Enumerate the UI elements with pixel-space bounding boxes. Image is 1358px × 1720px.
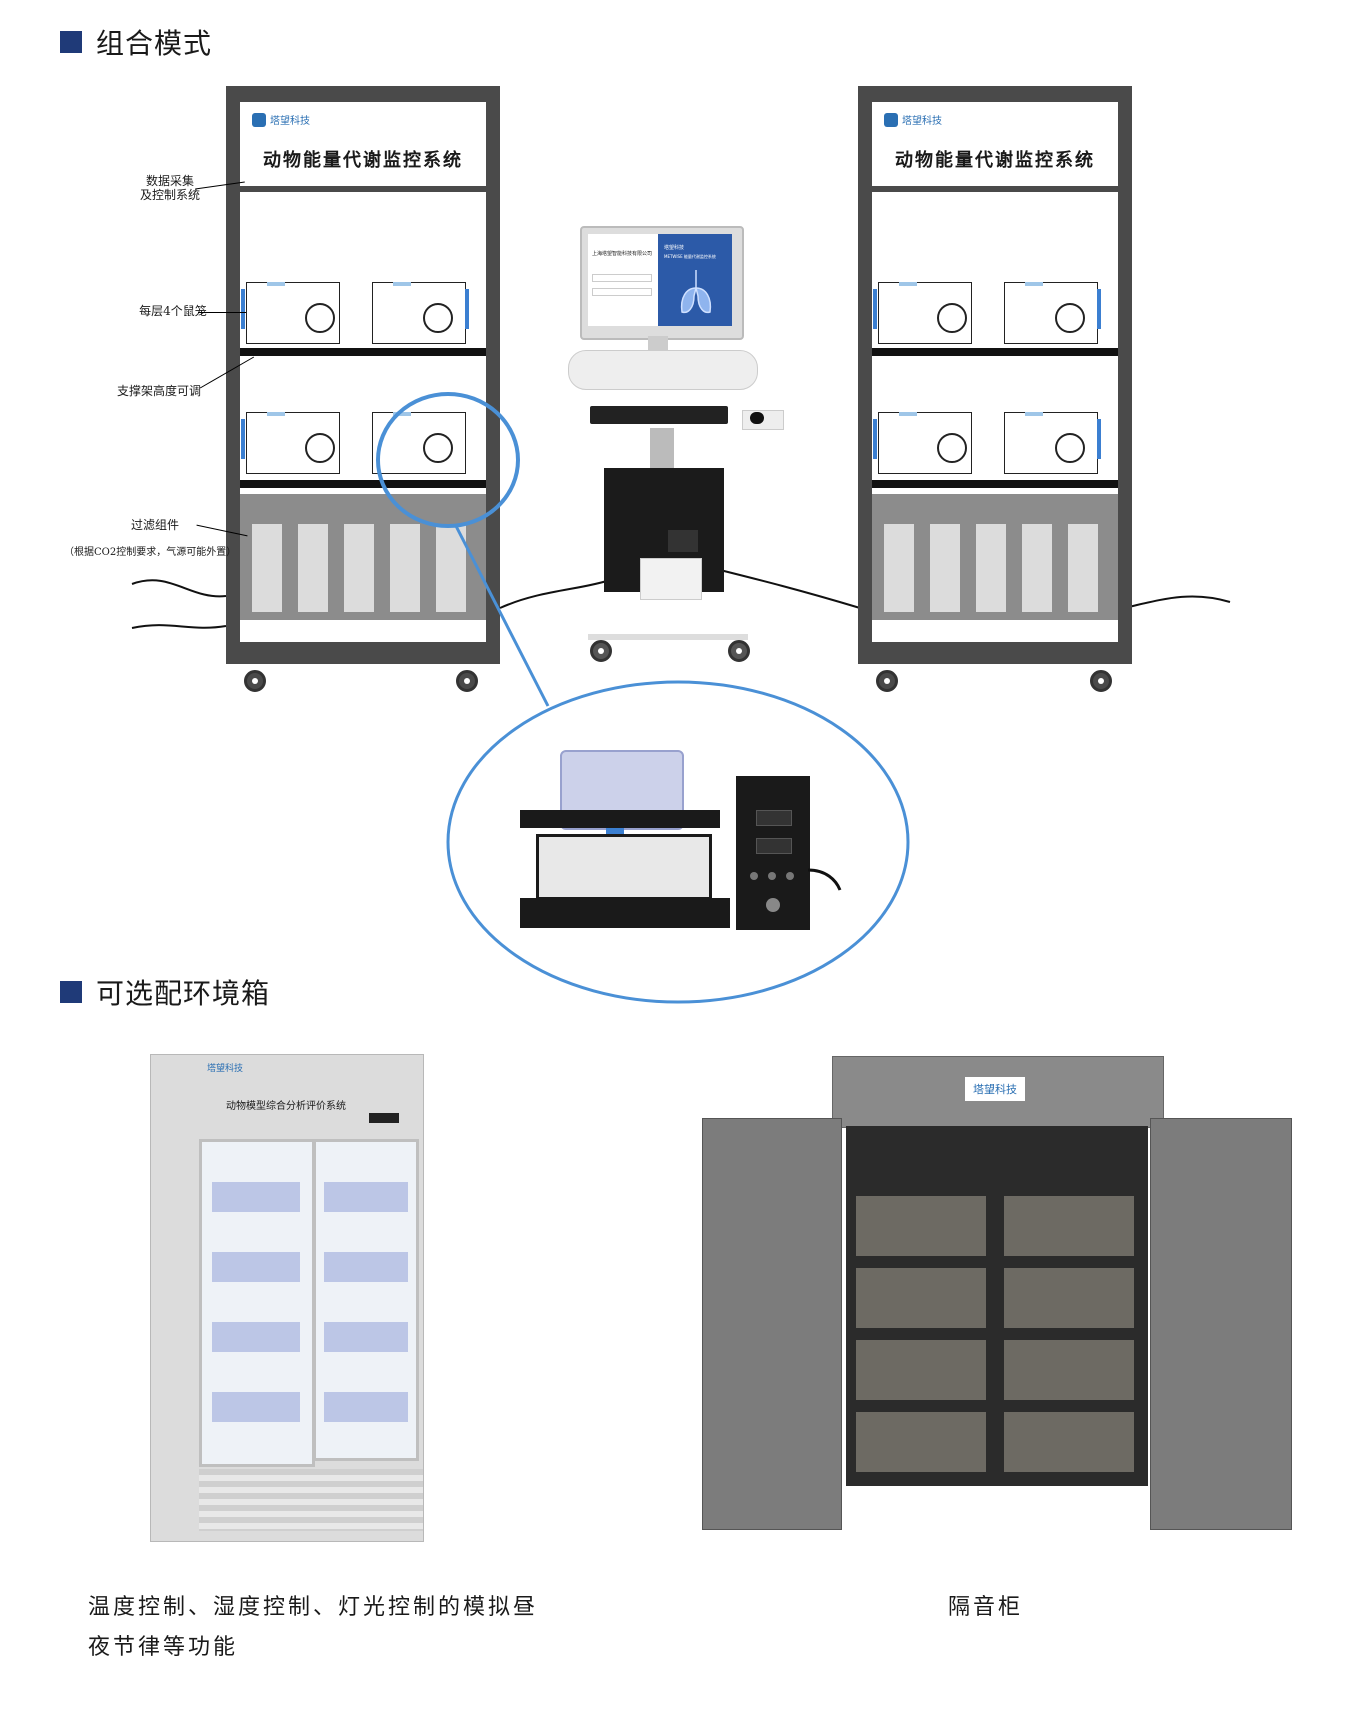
cage bbox=[1004, 282, 1101, 344]
knob-icon bbox=[750, 872, 758, 880]
cage bbox=[241, 412, 340, 474]
cage-frame-top bbox=[520, 810, 720, 828]
knob-icon bbox=[786, 872, 794, 880]
monitor-splash: 塔望科技 METWISE 能量代谢监控系统 bbox=[658, 234, 732, 326]
zoom-callout bbox=[376, 392, 910, 1004]
cabinet-left-interior: 塔望科技 动物能量代谢监控系统 bbox=[240, 102, 486, 642]
annotation-daq-line1: 数据采集 bbox=[145, 174, 194, 188]
logo-icon bbox=[884, 112, 898, 127]
cabinet-logo: 塔望科技 bbox=[884, 112, 942, 127]
logo-text: 塔望科技 bbox=[902, 116, 942, 127]
mouse bbox=[750, 412, 764, 424]
annotation-filter: 过滤组件 bbox=[130, 518, 179, 532]
zoomed-cage-unit bbox=[520, 750, 730, 936]
leader-line bbox=[198, 312, 246, 313]
wheel bbox=[1090, 670, 1112, 692]
controller-box bbox=[736, 776, 810, 930]
cart-base bbox=[588, 600, 748, 640]
cabinet-left: 塔望科技 动物能量代谢监控系统 bbox=[226, 86, 500, 664]
monitor-field bbox=[592, 274, 652, 282]
cabinet-title: 动物能量代谢监控系统 bbox=[895, 150, 1095, 171]
controller-cable bbox=[807, 868, 842, 891]
wheel bbox=[456, 670, 478, 692]
section-title-combo: 组合模式 bbox=[60, 22, 212, 62]
monitor-stand bbox=[648, 336, 668, 350]
annotation-support: 支撑架高度可调 bbox=[116, 384, 201, 398]
fridge-door-left bbox=[199, 1139, 315, 1467]
chamber-door-left bbox=[702, 1118, 842, 1530]
lungs-icon bbox=[680, 270, 712, 314]
section-title-env: 可选配环境箱 bbox=[60, 972, 270, 1012]
annotation-daq: 数据采集 及控制系统 bbox=[120, 174, 220, 202]
monitor-brand: 塔望科技 bbox=[664, 245, 685, 251]
power-icon bbox=[766, 898, 780, 912]
caption-fridge-line2: 夜节律等功能 bbox=[88, 1635, 239, 1660]
annotation-cages: 每层4个鼠笼 bbox=[139, 304, 207, 318]
cart-wheel bbox=[590, 640, 612, 662]
cart-column bbox=[650, 428, 674, 468]
cabinet-left-header: 塔望科技 动物能量代谢监控系统 bbox=[240, 102, 486, 192]
monitor-field bbox=[592, 288, 652, 296]
filter-module bbox=[872, 494, 1118, 620]
cart-tray bbox=[568, 350, 758, 390]
shelf bbox=[240, 348, 486, 356]
section-title-text: 可选配环境箱 bbox=[96, 977, 271, 1010]
display-panel bbox=[756, 810, 792, 826]
fridge-vent bbox=[199, 1469, 423, 1531]
fridge-logo: 塔望科技 bbox=[207, 1064, 244, 1074]
filter-module bbox=[240, 494, 486, 620]
climate-fridge: 塔望科技 动物模型综合分析评价系统 bbox=[150, 1054, 424, 1542]
monitor-screen: 上海塔望智能科技有限公司 塔望科技 METWISE 能量代谢监控系统 bbox=[588, 234, 732, 326]
cage-frame-bottom bbox=[520, 898, 730, 928]
cage bbox=[873, 412, 972, 474]
section-title-text: 组合模式 bbox=[96, 27, 213, 60]
cage bbox=[372, 412, 466, 474]
cabinet-title: 动物能量代谢监控系统 bbox=[263, 150, 463, 171]
case-holder bbox=[640, 558, 702, 600]
wheel bbox=[244, 670, 266, 692]
cabinet-right-header: 塔望科技 动物能量代谢监控系统 bbox=[872, 102, 1118, 192]
fridge-label: 动物模型综合分析评价系统 bbox=[226, 1101, 346, 1112]
chamber-interior bbox=[846, 1126, 1148, 1486]
fridge-door-right bbox=[313, 1139, 419, 1461]
cart-wheel bbox=[728, 640, 750, 662]
cabinet-right-interior: 塔望科技 动物能量代谢监控系统 bbox=[872, 102, 1118, 642]
fridge-display bbox=[369, 1113, 399, 1123]
logo-text: 塔望科技 bbox=[270, 116, 310, 127]
caption-fridge-line1: 温度控制、湿度控制、灯光控制的模拟昼 bbox=[88, 1595, 539, 1620]
case-vent bbox=[668, 530, 698, 552]
cage bbox=[1004, 412, 1101, 474]
monitor-app: METWISE 能量代谢监控系统 bbox=[664, 254, 716, 259]
display-panel bbox=[756, 838, 792, 854]
cage bbox=[372, 282, 469, 344]
annotation-daq-line2: 及控制系统 bbox=[139, 188, 200, 202]
logo-icon bbox=[252, 112, 266, 127]
monitor-company: 上海塔望智能科技有限公司 bbox=[592, 251, 653, 257]
section-bullet bbox=[60, 981, 82, 1003]
cabinet-right: 塔望科技 动物能量代谢监控系统 bbox=[858, 86, 1132, 664]
wheel bbox=[876, 670, 898, 692]
keyboard bbox=[590, 406, 728, 424]
caption-chamber: 隔音柜 bbox=[948, 1595, 1024, 1620]
section-bullet bbox=[60, 31, 82, 53]
chamber-top: 塔望科技 bbox=[832, 1056, 1164, 1128]
shelf bbox=[240, 480, 486, 488]
shelf bbox=[872, 348, 1118, 356]
cage-base bbox=[536, 834, 712, 900]
monitor: 上海塔望智能科技有限公司 塔望科技 METWISE 能量代谢监控系统 bbox=[580, 226, 744, 340]
annotation-filter-note: （根据CO2控制要求，气源可能外置） bbox=[64, 547, 237, 558]
chamber-door-right bbox=[1150, 1118, 1292, 1530]
shelf bbox=[872, 480, 1118, 488]
chamber-logo: 塔望科技 bbox=[965, 1077, 1025, 1101]
cage bbox=[873, 282, 972, 344]
cabinet-logo: 塔望科技 bbox=[252, 112, 310, 127]
caption-fridge: 温度控制、湿度控制、灯光控制的模拟昼 夜节律等功能 bbox=[88, 1588, 688, 1668]
cage bbox=[241, 282, 340, 344]
knob-icon bbox=[768, 872, 776, 880]
